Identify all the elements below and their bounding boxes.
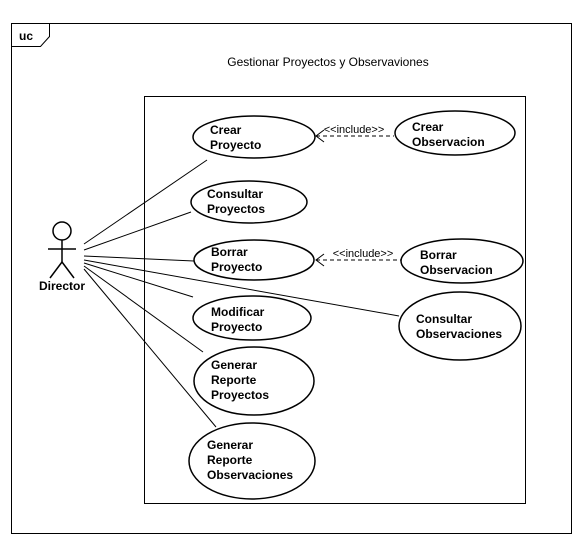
use-case-borrar-proyecto (193, 239, 315, 281)
actor-figure (48, 221, 76, 279)
include-label-borrar: <<include>> (333, 248, 394, 260)
actor-left-leg (49, 261, 63, 279)
association-modificar-proyecto (83, 262, 194, 298)
use-case-label-crear-proyecto: Crear Proyecto (210, 123, 261, 152)
use-case-borrar-observacion (400, 238, 524, 284)
use-case-label-borrar-proyecto: Borrar Proyecto (211, 245, 262, 274)
associations (83, 159, 400, 428)
association-generar-reporte-proyectos (83, 265, 204, 353)
actor-label: Director (39, 279, 85, 293)
use-case-label-generar-reporte-proyectos: Generar Reporte Proyectos (211, 358, 269, 402)
frame-tag-box (11, 23, 50, 47)
association-consultar-proyectos (83, 211, 192, 251)
use-case-consultar-observaciones (398, 291, 522, 361)
system-title: Gestionar Proyectos y Observaviones (227, 55, 428, 69)
use-case-label-crear-observacion: Crear Observacion (412, 120, 485, 149)
use-case-label-generar-reporte-observaciones: Generar Reporte Observaciones (207, 438, 293, 482)
use-case-generar-reporte-observaciones (188, 422, 316, 500)
association-consultar-observaciones (83, 259, 400, 317)
use-case-label-consultar-observaciones: Consultar Observaciones (416, 312, 502, 341)
diagram-frame (11, 23, 572, 534)
use-case-label-borrar-observacion: Borrar Observacion (420, 248, 493, 277)
include-arrow-crear (315, 129, 325, 143)
frame-tag: uc (19, 29, 33, 43)
use-case-crear-observacion (394, 110, 516, 156)
actor-head (52, 221, 72, 241)
use-case-modificar-proyecto (192, 295, 312, 341)
use-case-label-modificar-proyecto: Modificar Proyecto (211, 305, 268, 334)
use-case-generar-reporte-proyectos (193, 346, 315, 416)
system-boundary (144, 96, 526, 504)
actor-right-leg (61, 261, 75, 279)
use-case-shapes (188, 110, 524, 500)
include-arrow-borrar (315, 253, 325, 267)
association-generar-reporte-observaciones (83, 268, 217, 428)
association-borrar-proyecto (83, 255, 195, 262)
use-case-crear-proyecto (192, 115, 316, 159)
use-case-label-consultar-proyectos: Consultar Proyectos (207, 187, 266, 216)
use-case-consultar-proyectos (190, 180, 308, 224)
include-label-crear: <<include>> (324, 124, 385, 136)
association-crear-proyecto (83, 159, 208, 245)
